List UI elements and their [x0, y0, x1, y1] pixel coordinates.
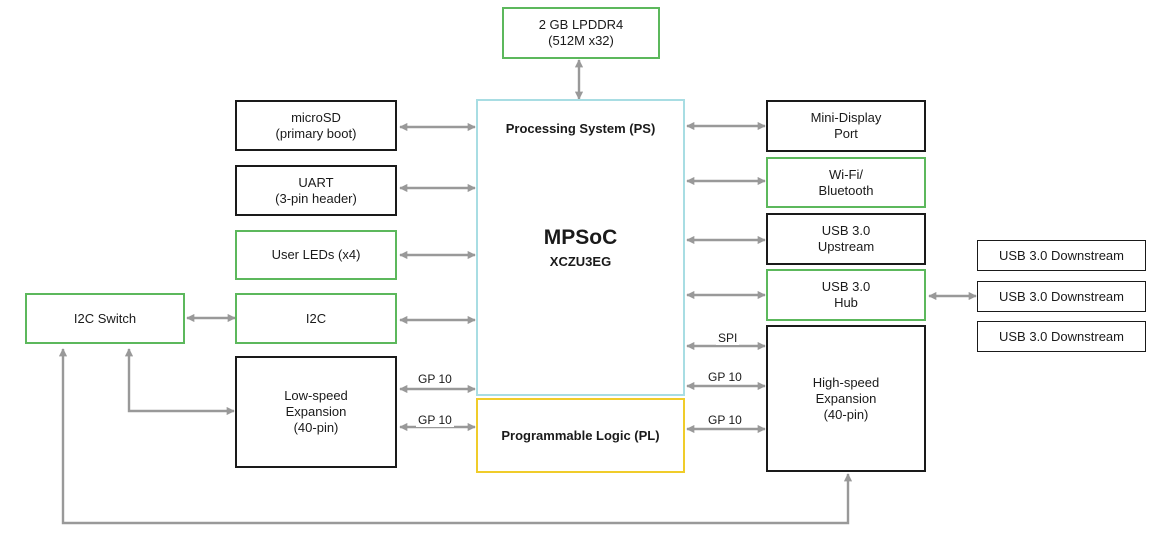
mpsoc-title: MPSoC [543, 226, 618, 249]
i2c-block: I2C [235, 293, 397, 344]
gp10-label: GP 10 [706, 370, 744, 384]
programmable-logic-block: Programmable Logic (PL) [476, 398, 685, 473]
low-speed-expansion-block: Low-speed Expansion (40-pin) [235, 356, 397, 468]
mpsoc-part: XCZU3EG [549, 254, 612, 269]
i2c-switch-block: I2C Switch [25, 293, 185, 344]
uart-block: UART (3-pin header) [235, 165, 397, 216]
wifi-bluetooth-block: Wi-Fi/ Bluetooth [766, 157, 926, 208]
usb-upstream-block: USB 3.0 Upstream [766, 213, 926, 265]
microsd-block: microSD (primary boot) [235, 100, 397, 151]
arrow-i2cswitch-lowspeed [124, 348, 235, 416]
usb-downstream-block: USB 3.0 Downstream [977, 321, 1146, 352]
gp10-label: GP 10 [416, 413, 454, 427]
arrow-i2cswitch-highspeed [58, 348, 853, 525]
gp10-label: GP 10 [706, 413, 744, 427]
high-speed-expansion-block: High-speed Expansion (40-pin) [766, 325, 926, 472]
ps-label: Processing System (PS) [505, 121, 656, 136]
usb-downstream-block: USB 3.0 Downstream [977, 281, 1146, 312]
spi-label: SPI [716, 331, 740, 345]
memory-block: 2 GB LPDDR4 (512M x32) [502, 7, 660, 59]
gp10-label: GP 10 [416, 372, 454, 386]
usb-downstream-block: USB 3.0 Downstream [977, 240, 1146, 271]
usb-hub-block: USB 3.0 Hub [766, 269, 926, 321]
processing-system-block: Processing System (PS) MPSoC XCZU3EG [476, 99, 685, 396]
user-leds-block: User LEDs (x4) [235, 230, 397, 280]
mini-display-port-block: Mini-Display Port [766, 100, 926, 152]
